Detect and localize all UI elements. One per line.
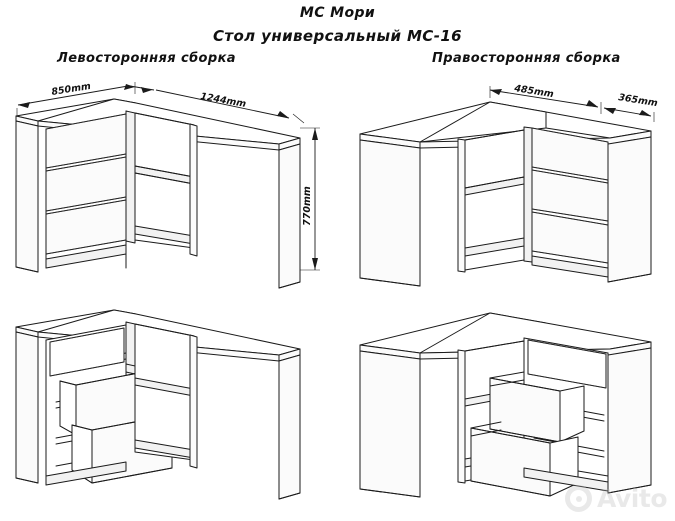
panel-right-leg [278, 143, 301, 289]
view-bottom-right-desk-open [359, 312, 652, 498]
panel-left-side [15, 120, 39, 273]
variant-label-right: Правосторонняя сборка [432, 51, 621, 66]
plinth-drawer-block [523, 467, 609, 492]
panel-right-leg [278, 354, 301, 500]
view-top-left-desk-closed: 850mm 1244mm 770mm [15, 81, 320, 289]
plinth-drawer-block [45, 461, 127, 486]
view-top-right-desk-closed: 485mm 365mm [359, 83, 659, 287]
panel-right-side [607, 347, 652, 494]
dimension-1244mm [155, 89, 305, 124]
dimension-770mm [300, 127, 320, 271]
dimension-1244mm-label: 1244mm [199, 91, 247, 110]
dimension-485mm [489, 86, 602, 114]
panel-right-side [607, 136, 652, 283]
dimension-365mm-label: 365mm [618, 92, 659, 109]
panel-drawer-divider [523, 126, 533, 263]
view-bottom-left-desk-open [15, 309, 301, 500]
page-title-brand: МС Мори [299, 5, 376, 21]
panel-left-side [15, 331, 39, 484]
page-title-product: Стол универсальный МС-16 [212, 27, 463, 45]
panel-left-leg [359, 139, 421, 287]
dimension-485mm-label: 485mm [513, 83, 555, 100]
panel-niche-right [189, 334, 198, 469]
dimension-365mm [603, 107, 655, 122]
panel-niche-right [189, 123, 198, 257]
dimension-850mm [16, 82, 155, 118]
panel-niche-left [457, 138, 466, 273]
panel-drawer-divider [125, 110, 136, 244]
panel-left-leg [359, 350, 421, 498]
desk-top-right-wing-b [419, 101, 547, 143]
dimension-770mm-label: 770mm [302, 186, 313, 226]
variant-label-left: Левосторонняя сборка [57, 51, 236, 66]
drawer-bottom-open-box [549, 436, 579, 497]
panel-niche-left [457, 349, 466, 484]
